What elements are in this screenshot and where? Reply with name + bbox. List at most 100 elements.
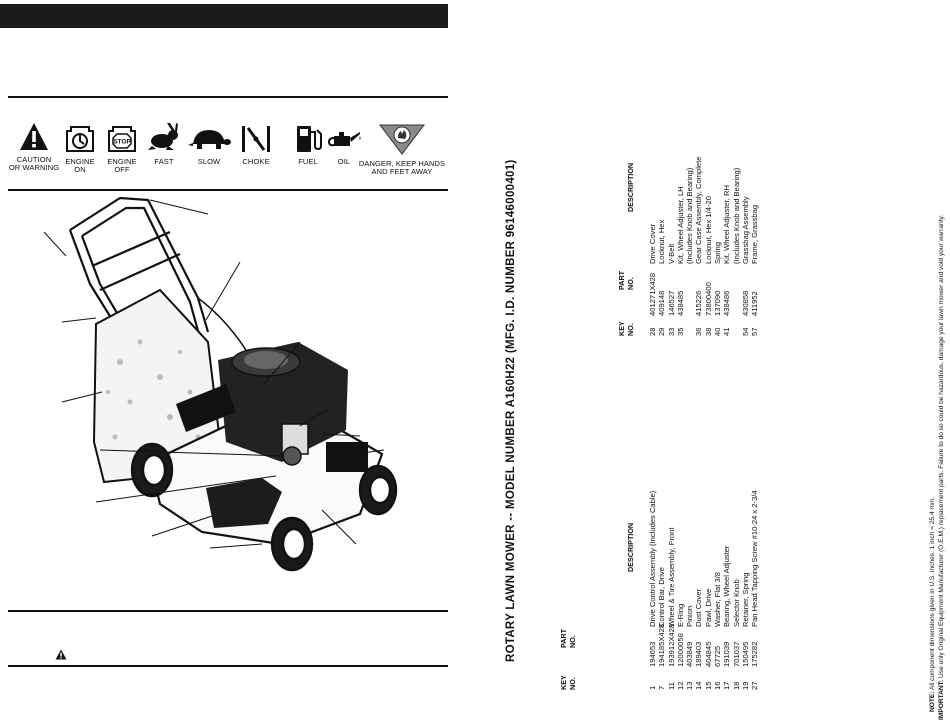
part-description: Frame, Grassbag — [750, 204, 760, 264]
oil-can-icon — [328, 132, 361, 147]
symbol-label: FAST — [154, 157, 174, 166]
header-bar — [0, 4, 448, 28]
part-description: Pawl, Drive — [703, 588, 713, 627]
symbol-choke: CHOKE — [234, 122, 278, 166]
symbol-fuel: FUEL — [288, 122, 328, 166]
symbol-label: FUEL — [298, 157, 318, 166]
part-description: V-Belt — [666, 243, 676, 264]
part-no: 401271X428 — [648, 272, 657, 316]
part-description: Locknut, Hex 1/4-20 — [703, 196, 713, 264]
part-description: E-Ring — [675, 603, 685, 627]
part-no: 409148 — [657, 290, 667, 316]
note-line: NOTE: All component dimensions given in … — [929, 497, 936, 712]
key-no: 38 — [703, 327, 713, 336]
left-part-column: 194653 194185X428 193912X428 12000058 40… — [648, 624, 760, 667]
key-no: 57 — [750, 327, 760, 336]
symbol-danger: DANGER, KEEP HANDS AND FEET AWAY — [354, 122, 450, 176]
divider — [8, 189, 448, 191]
key-no: 19 — [740, 681, 750, 690]
symbol-label: SLOW — [197, 157, 221, 166]
part-no: 193912X428 — [666, 623, 676, 667]
lawn-mower-illustration — [43, 196, 398, 572]
note-text: All component dimensions given in U.S. i… — [929, 496, 936, 691]
part-no: 438486 — [722, 290, 732, 316]
rabbit-icon — [148, 123, 178, 150]
header-description: DESCRIPTION — [626, 522, 635, 572]
part-no: 194185X428 — [657, 623, 667, 667]
key-no: 33 — [666, 327, 676, 336]
key-no: 27 — [750, 681, 760, 690]
part-description: Drive Control Assembly (Includes Cable) — [648, 490, 657, 627]
part-description: Dust Cover — [694, 589, 704, 627]
part-no: 404845 — [703, 641, 713, 667]
important-label: IMPORTANT: — [938, 679, 945, 720]
header-part-no: PART NO. — [559, 628, 577, 648]
right-part-column: 401271X428 409148 146527 438485 415226 7… — [648, 273, 760, 316]
important-line: IMPORTANT: Use only Original Equipment M… — [938, 215, 945, 720]
header-part-no: PART NO. — [617, 270, 635, 290]
key-no: 13 — [685, 681, 695, 690]
engine-off-icon: STOP — [108, 126, 136, 152]
key-no: 11 — [666, 682, 676, 690]
key-no: 17 — [722, 681, 732, 690]
part-description: (Includes Knob and Bearing) — [731, 167, 741, 264]
key-no: 29 — [657, 327, 667, 336]
part-description: Drive Cover — [648, 223, 657, 264]
part-description: Bearing, Wheel Adjuster — [722, 545, 732, 627]
part-no — [732, 273, 741, 316]
part-no: 438485 — [675, 290, 685, 316]
part-description: Pinion — [685, 605, 695, 627]
symbol-engine-on: ENGINE ON — [60, 122, 100, 174]
divider — [8, 96, 448, 98]
right-description-column: Drive Cover Locknut, Hex V-Belt Kit, Whe… — [648, 157, 760, 264]
symbol-label: ENGINE OFF — [107, 157, 137, 174]
part-description: Kit, Wheel Adjuster, RH — [722, 185, 732, 264]
caution-triangle-icon — [20, 123, 48, 150]
part-no: 175282 — [750, 641, 760, 667]
part-no: 137090 — [713, 290, 723, 316]
right-key-column: 28 29 33 35 36 38 40 41 54 57 — [648, 328, 760, 336]
part-description: Selector Knob — [731, 579, 741, 627]
symbol-label: ENGINE ON — [65, 157, 95, 174]
part-description: Control Bar, Drive — [657, 567, 667, 627]
important-text: Use only Original Equipment Manufacturer… — [938, 214, 945, 678]
danger-hand-icon — [378, 124, 426, 155]
part-description: Pan Head Tapping Screw #10-24 x 2-3/4 — [750, 490, 760, 627]
part-no: 150495 — [740, 641, 750, 667]
part-no: 411952 — [750, 291, 760, 316]
part-description: Washer, Flat 3/8 — [713, 571, 723, 627]
part-description: Spring — [713, 242, 723, 264]
symbol-fast: FAST — [144, 122, 184, 166]
part-description: Kit, Wheel Adjuster, LH — [675, 186, 685, 264]
key-no: 15 — [703, 681, 713, 690]
part-description: Grassbag Assembly — [740, 196, 750, 264]
divider — [8, 610, 448, 612]
key-no: 14 — [694, 681, 704, 690]
key-no — [732, 328, 741, 336]
part-no — [685, 273, 694, 316]
left-key-column: 1 7 11 12 13 14 15 16 17 18 19 27 — [648, 682, 760, 690]
key-no: 41 — [722, 327, 732, 336]
turtle-icon — [188, 130, 231, 149]
symbol-caution: CAUTION OR WARNING — [2, 122, 66, 172]
part-no: 67725 — [713, 645, 723, 667]
part-no: 430858 — [740, 290, 750, 316]
key-no: 12 — [675, 681, 685, 690]
part-no: 194653 — [648, 641, 657, 667]
parts-list-title: ROTARY LAWN MOWER -- MODEL NUMBER A160H2… — [505, 159, 517, 662]
part-no: 415226 — [694, 290, 704, 316]
part-no: 73800400 — [703, 282, 713, 316]
warning-triangle-icon — [55, 649, 67, 660]
part-description: Gear Case Assembly, Complete — [694, 156, 704, 264]
part-description: (Includes Knob and Bearing) — [685, 167, 695, 264]
part-no: 12000058 — [675, 633, 685, 667]
key-no: 36 — [694, 327, 704, 336]
part-no: 403849 — [685, 641, 695, 667]
header-key-no: KEY NO. — [617, 321, 635, 336]
part-no: 146527 — [666, 290, 676, 316]
part-no: 701037 — [731, 641, 741, 667]
symbol-engine-off: STOP ENGINE OFF — [102, 122, 142, 174]
note-label: NOTE: — [929, 691, 936, 712]
key-no: 35 — [675, 327, 685, 336]
key-no: 28 — [648, 327, 657, 336]
